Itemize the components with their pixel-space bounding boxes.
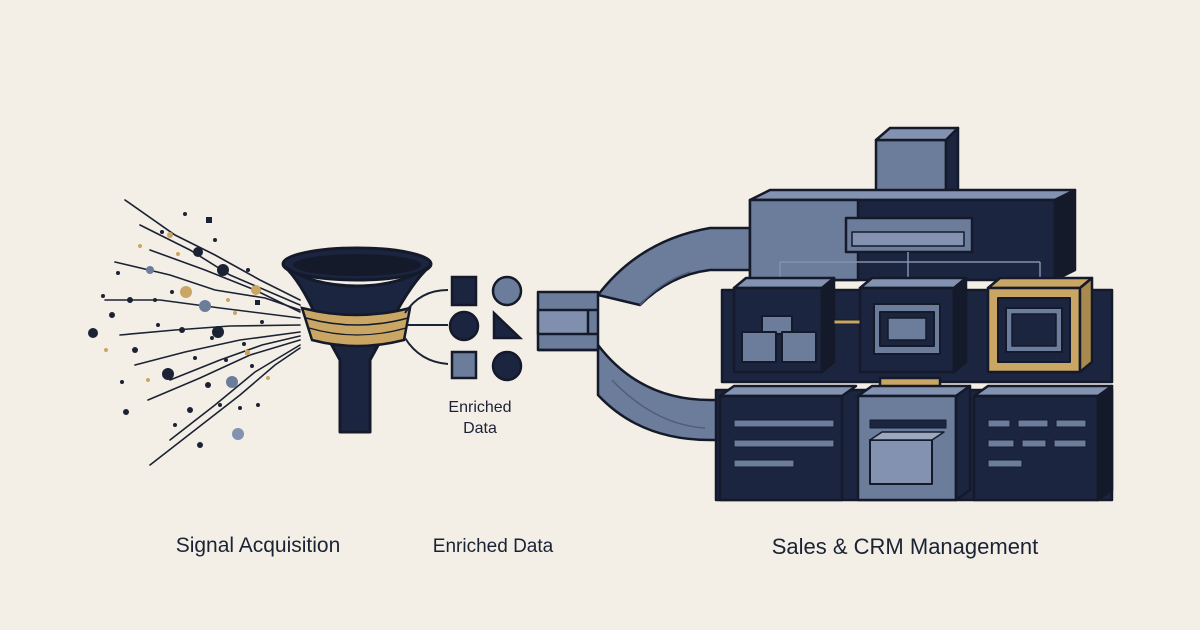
pipe-icon xyxy=(536,226,752,442)
stage-label-signal: Signal Acquisition xyxy=(175,534,341,557)
funnel-output-lines xyxy=(404,289,449,365)
funnel-output-line1: Enriched xyxy=(448,399,512,416)
data-shapes-icon xyxy=(448,275,524,382)
crm-machine-icon xyxy=(714,126,1114,502)
stage-label-sales: Sales & CRM Management xyxy=(771,534,1039,559)
signal-scatter-icon xyxy=(104,199,301,466)
funnel-icon xyxy=(281,246,433,434)
stage-label-enriched: Enriched Data xyxy=(432,536,554,557)
signal-dots xyxy=(88,212,270,448)
funnel-output-line2: Data xyxy=(463,420,497,437)
funnel-output-label: Enriched Data xyxy=(418,397,542,439)
